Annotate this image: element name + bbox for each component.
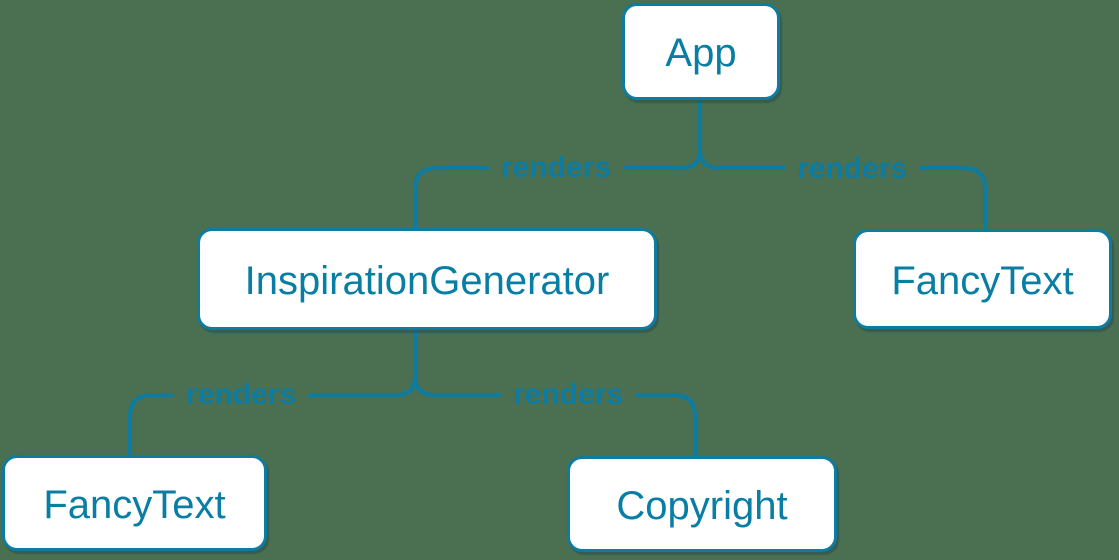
node-inspiration-generator-label: InspirationGenerator <box>244 258 610 303</box>
edge-label-renders-app-inspirationgenerator: renders <box>488 149 624 187</box>
node-fancy-text-top-right: FancyText <box>853 229 1112 329</box>
node-app-label: App <box>665 31 737 75</box>
node-fancy-text-bottom-left-label: FancyText <box>43 482 226 527</box>
node-copyright: Copyright <box>567 456 837 552</box>
edge-label-renders-inspirationgenerator-copyright: renders <box>500 376 636 414</box>
node-copyright-label: Copyright <box>616 483 788 528</box>
node-inspiration-generator: InspirationGenerator <box>197 228 657 330</box>
node-fancy-text-top-right-label: FancyText <box>891 258 1074 303</box>
node-app: App <box>622 3 780 100</box>
node-fancy-text-bottom-left: FancyText <box>2 455 267 551</box>
edge-label-renders-app-fancytext: renders <box>784 150 920 188</box>
edge-label-renders-inspirationgenerator-fancytext: renders <box>173 376 309 414</box>
